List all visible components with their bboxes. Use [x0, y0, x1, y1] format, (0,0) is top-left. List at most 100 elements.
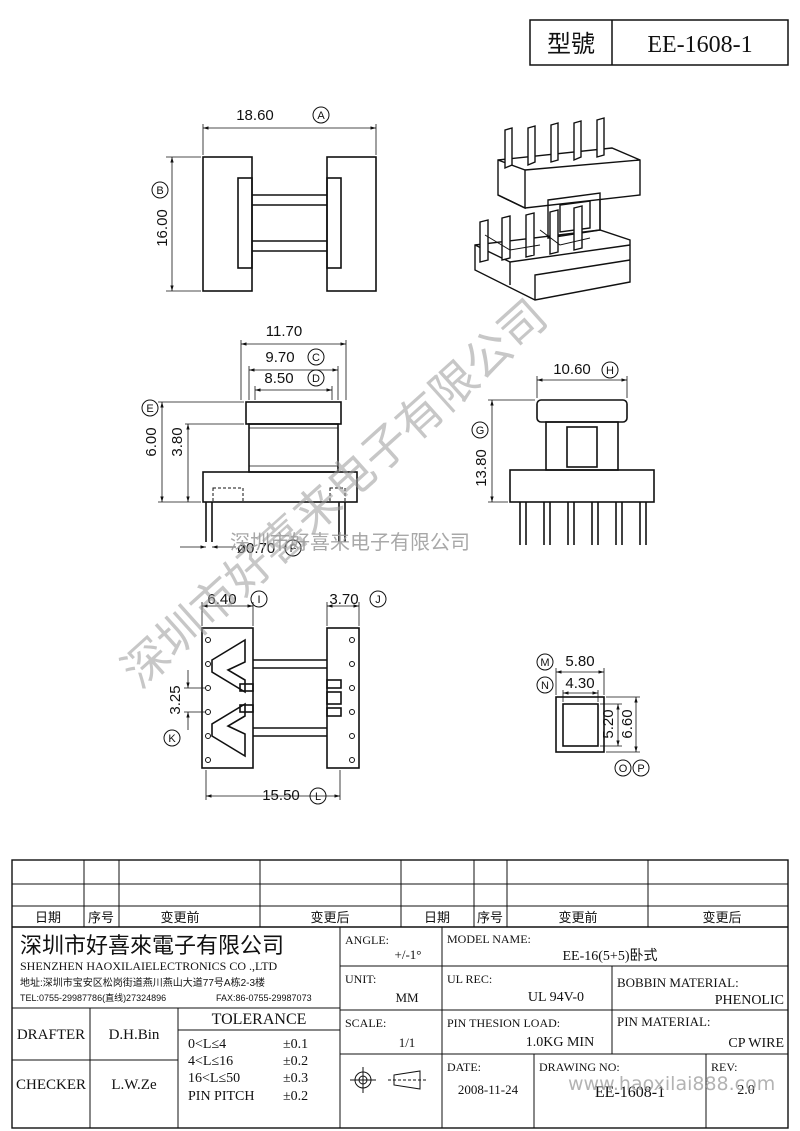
dim-f-value: ø0.70 — [237, 540, 275, 557]
unit-label: UNIT: — [345, 972, 376, 986]
dim-p-value: 6.60 — [619, 709, 636, 738]
dim-d-value: 8.50 — [264, 370, 293, 387]
tolerance-range-2: 4<L≤16 — [188, 1054, 233, 1069]
angle-label: ANGLE: — [345, 933, 389, 947]
bottom-view — [184, 602, 360, 800]
rev-value: 2.0 — [737, 1083, 755, 1098]
svg-text:I: I — [257, 594, 260, 606]
company-name-cn: 深圳市好喜來電子有限公司 — [20, 933, 284, 958]
svg-text:M: M — [540, 657, 549, 669]
dim-i-value: 6.40 — [207, 591, 236, 608]
dim-3-80: 3.80 — [169, 427, 186, 456]
dim-c-value: 9.70 — [265, 349, 294, 366]
pin-material-label: PIN MATERIAL: — [617, 1014, 711, 1029]
rev-header-no-1: 序号 — [88, 910, 114, 925]
tolerance-value-1: ±0.1 — [283, 1037, 308, 1052]
pin-load-label: PIN THESION LOAD: — [447, 1016, 560, 1030]
title-block-grid — [12, 927, 788, 1128]
revision-headers: 日期 序号 变更前 变更后 日期 序号 变更前 变更后 — [35, 910, 742, 925]
tolerance-value-2: ±0.2 — [283, 1054, 308, 1069]
model-name-label: MODEL NAME: — [447, 932, 531, 946]
dim-l-value: 15.50 — [262, 787, 300, 804]
svg-text:O: O — [619, 763, 628, 775]
tolerance-value-4: ±0.2 — [283, 1089, 308, 1104]
svg-text:D: D — [312, 373, 320, 385]
svg-text:L: L — [315, 791, 321, 803]
rev-label: REV: — [711, 1060, 737, 1074]
tolerance-range-4: PIN PITCH — [188, 1089, 255, 1104]
company-fax: FAX:86-0755-29987073 — [216, 993, 312, 1003]
dim-n-label: N — [536, 676, 554, 694]
date-value: 2008-11-24 — [458, 1082, 519, 1097]
svg-text:E: E — [146, 403, 153, 415]
svg-text:F: F — [290, 543, 297, 555]
dim-i-label: I — [250, 590, 268, 608]
dim-f-label: F — [284, 539, 302, 557]
rev-header-after-2: 变更后 — [702, 910, 741, 925]
company-address: 地址:深圳市宝安区松岗街道燕川燕山大道77号A栋2-3楼 — [20, 976, 265, 989]
dim-b-label: B — [151, 181, 169, 199]
scale-label: SCALE: — [345, 1016, 386, 1030]
side-view — [488, 376, 655, 545]
checker-label: CHECKER — [16, 1077, 86, 1093]
dim-11-70: 11.70 — [266, 323, 302, 340]
svg-text:P: P — [637, 763, 644, 775]
ul-rec-label: UL REC: — [447, 972, 492, 986]
front-view — [158, 340, 358, 549]
dim-m-label: M — [536, 653, 554, 671]
bobbin-material-value: PHENOLIC — [715, 993, 784, 1008]
revision-table — [11, 859, 789, 1129]
cross-section-view — [555, 668, 640, 753]
checker-value: L.W.Ze — [111, 1077, 157, 1093]
dim-g-value: 13.80 — [473, 449, 490, 487]
watermark-horizontal: 深圳市好喜来电子有限公司 — [230, 530, 470, 554]
pin-material-value: CP WIRE — [728, 1036, 784, 1051]
drafter-value: D.H.Bin — [109, 1027, 160, 1043]
model-value: EE-1608-1 — [647, 32, 752, 58]
bobbin-material-label: BOBBIN MATERIAL: — [617, 975, 739, 990]
svg-text:G: G — [476, 425, 485, 437]
dim-a-label: A — [312, 106, 330, 124]
dim-d-label: D — [307, 369, 325, 387]
dim-m-value: 5.80 — [565, 653, 594, 670]
company-name-en: SHENZHEN HAOXILAIELECTRONICS CO .,LTD — [20, 959, 278, 973]
model-label: 型號 — [547, 31, 595, 58]
drawing-no-label: DRAWING NO: — [539, 1060, 620, 1074]
dim-h-value: 10.60 — [553, 361, 591, 378]
ul-rec-value: UL 94V-0 — [528, 990, 584, 1005]
svg-text:B: B — [156, 185, 163, 197]
dim-e-value: 6.00 — [143, 427, 160, 456]
dim-j-value: 3.70 — [329, 591, 358, 608]
tolerance-range-1: 0<L≤4 — [188, 1037, 226, 1052]
svg-text:H: H — [606, 365, 614, 377]
unit-value: MM — [395, 990, 419, 1005]
dim-n-value: 4.30 — [565, 675, 594, 692]
model-name-value: EE-16(5+5)卧式 — [563, 948, 658, 964]
dim-o-label: O — [614, 759, 632, 777]
company-tel: TEL:0755-29987786(直线)27324896 — [20, 992, 166, 1003]
pin-load-value: 1.0KG MIN — [526, 1035, 594, 1050]
watermark-diagonal: 深圳市好喜来电子有限公司 — [111, 289, 557, 698]
rev-header-no-2: 序号 — [477, 910, 503, 925]
rev-header-date-2: 日期 — [424, 910, 450, 925]
dim-k-label: K — [163, 729, 181, 747]
drawing-no-value: EE-1608-1 — [595, 1084, 665, 1101]
dim-b-value: 16.00 — [154, 209, 171, 247]
model-box: 型號 EE-1608-1 — [529, 19, 789, 66]
angle-value: +/-1° — [395, 947, 422, 962]
rev-header-date-1: 日期 — [35, 910, 61, 925]
dim-c-label: C — [307, 348, 325, 366]
dim-l-label: L — [309, 787, 327, 805]
dim-h-label: H — [601, 361, 619, 379]
dim-a-value: 18.60 — [236, 107, 274, 124]
dim-g-label: G — [471, 421, 489, 439]
tolerance-value-3: ±0.3 — [283, 1071, 308, 1086]
rev-header-before-2: 变更前 — [558, 910, 597, 925]
projection-symbol — [350, 1067, 426, 1093]
dim-k-value: 3.25 — [167, 685, 184, 714]
dim-p-label: P — [632, 759, 650, 777]
svg-text:J: J — [375, 594, 381, 606]
date-label: DATE: — [447, 1060, 481, 1074]
svg-text:K: K — [168, 733, 176, 745]
